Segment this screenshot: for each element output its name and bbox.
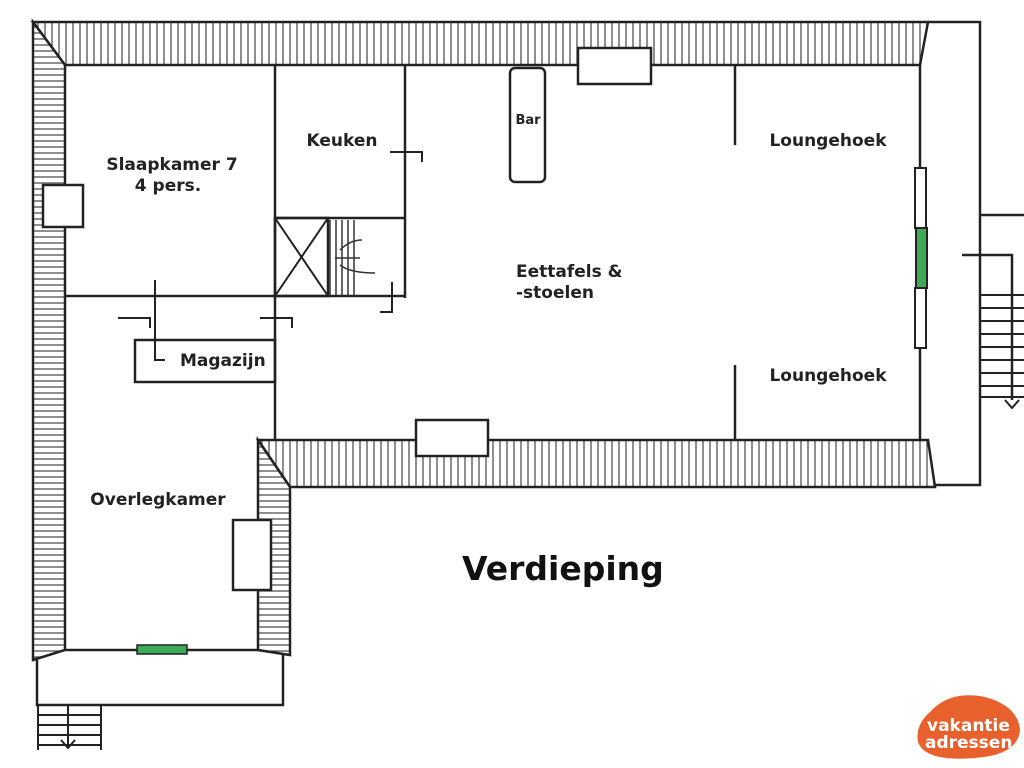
label-slaapkamer: Slaapkamer 7 xyxy=(106,155,237,175)
window-right-green xyxy=(915,227,928,289)
window-right-2 xyxy=(914,287,927,349)
window-left xyxy=(41,183,85,229)
svg-text:adressen: adressen xyxy=(925,733,1012,753)
wall-top xyxy=(30,20,930,67)
vakantieadressen-logo: vakantie adressen xyxy=(917,695,1020,759)
floor-title: Verdieping xyxy=(462,549,664,588)
svg-text:vakantie: vakantie xyxy=(927,716,1010,736)
wall-left xyxy=(31,18,67,662)
bar-counter xyxy=(508,66,547,184)
window-overlegkamer xyxy=(231,518,273,592)
label-eettafels: Eettafels & xyxy=(516,262,623,282)
label-magazijn: Magazijn xyxy=(180,351,266,371)
window-bottom xyxy=(414,418,490,458)
label-loungehoek-bottom: Loungehoek xyxy=(769,366,887,386)
label-slaapkamer-sub: 4 pers. xyxy=(135,176,201,196)
stairs-inner xyxy=(329,220,376,296)
label-keuken: Keuken xyxy=(307,131,378,151)
window-top xyxy=(576,46,653,86)
stairs-right xyxy=(980,294,1024,410)
wall-middle xyxy=(255,438,937,489)
window-right-1 xyxy=(914,167,927,229)
door-marks xyxy=(118,151,423,361)
magazijn-box xyxy=(133,338,277,384)
window-bottom-green xyxy=(136,644,188,655)
label-bar: Bar xyxy=(515,113,541,128)
stairs-bottom-left xyxy=(37,705,102,750)
label-overlegkamer: Overlegkamer xyxy=(90,490,226,510)
label-eettafels-sub: -stoelen xyxy=(516,283,594,303)
balcony xyxy=(35,655,285,707)
label-loungehoek-top: Loungehoek xyxy=(769,131,887,151)
elevator xyxy=(273,216,330,298)
